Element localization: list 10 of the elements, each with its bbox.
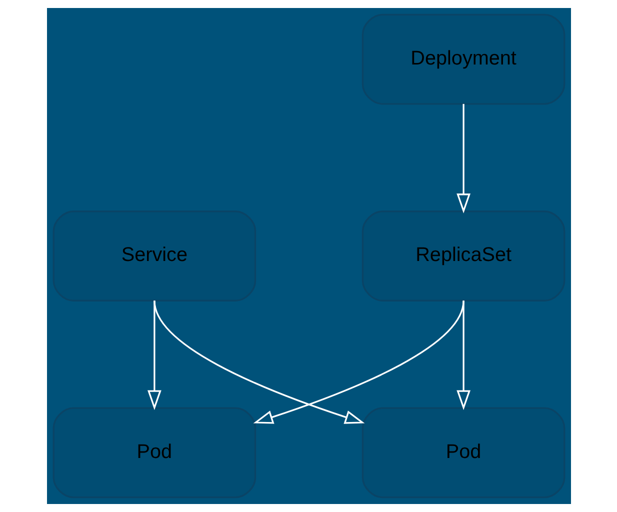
node-box: ReplicaSet (361, 210, 565, 302)
arrow (456, 300, 470, 410)
node-box: Deployment (361, 14, 565, 105)
node-box: Pod (361, 407, 565, 498)
node-box: Pod (52, 407, 256, 498)
arrow (456, 104, 470, 214)
arrow (252, 300, 464, 424)
node-box: Service (52, 210, 256, 302)
arrow (147, 300, 161, 410)
arrow (153, 300, 364, 424)
